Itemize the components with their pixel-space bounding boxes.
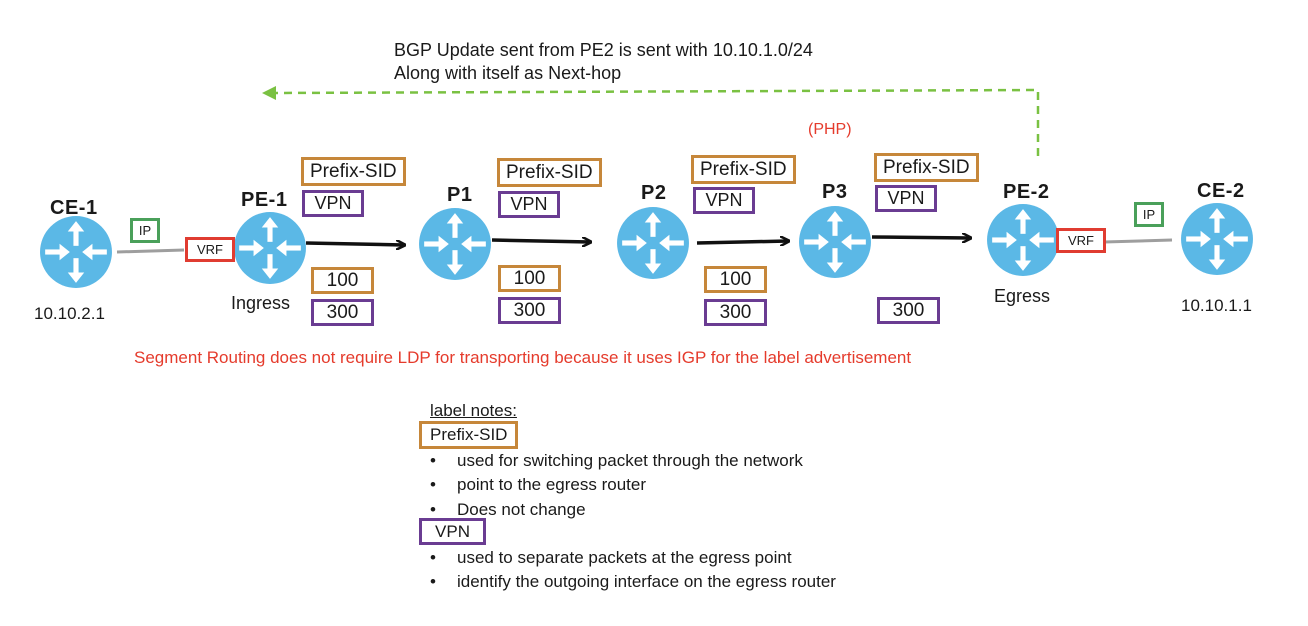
p1-name: P1 [447, 184, 473, 206]
vpn-value: 300 [498, 297, 561, 324]
pe2-role: Egress [994, 286, 1051, 306]
bullet-icon: • [430, 500, 436, 519]
bullet-icon: • [430, 548, 436, 567]
label-notes-title: label notes: [430, 401, 517, 420]
arrow-right-icon [305, 243, 404, 245]
php-label: (PHP) [808, 121, 852, 138]
ip-tag: IP [1134, 202, 1164, 227]
vpn-label: VPN [302, 190, 364, 217]
arrow-right-icon [871, 237, 970, 238]
ce1-name: CE-1 [50, 197, 98, 219]
vpn-note: •used to separate packets at the egress … [427, 548, 792, 568]
bullet-icon: • [430, 475, 436, 494]
vpn-value: 300 [311, 299, 374, 326]
bullet-icon: • [430, 572, 436, 591]
ce2-ip: 10.10.1.1 [1181, 296, 1252, 315]
prefix-sid-note: •point to the egress router [427, 475, 646, 495]
router-icon[interactable] [617, 207, 689, 279]
arrow-right-icon [696, 241, 788, 243]
prefix-sid-value: 100 [704, 266, 767, 293]
prefix-sid-value: 100 [311, 267, 374, 294]
vpn-value: 300 [877, 297, 940, 324]
prefix-sid-label: Prefix-SID [497, 158, 602, 187]
pe2-name: PE-2 [1003, 181, 1050, 203]
prefix-sid-note: •Does not change [427, 500, 586, 520]
router-icon[interactable] [1181, 203, 1253, 275]
pe1-role: Ingress [231, 293, 291, 313]
vpn-value: 300 [704, 299, 767, 326]
vrf-tag: VRF [185, 237, 235, 262]
router-icon[interactable] [234, 212, 306, 284]
ce2-name: CE-2 [1197, 180, 1245, 202]
arrow-right-icon [491, 240, 590, 242]
vpn-label: VPN [498, 191, 560, 218]
legend-vpn: VPN [419, 518, 486, 545]
router-icon[interactable] [40, 216, 112, 288]
ce1-pe1-link [116, 248, 185, 254]
ce1-ip: 10.10.2.1 [34, 304, 105, 323]
pe2-ce2-link [1103, 238, 1173, 244]
bgp-update-line1: BGP Update sent from PE2 is sent with 10… [394, 40, 813, 60]
router-icon[interactable] [987, 204, 1059, 276]
vrf-tag: VRF [1056, 228, 1106, 253]
vpn-label: VPN [875, 185, 937, 212]
router-icon[interactable] [419, 208, 491, 280]
vpn-note: •identify the outgoing interface on the … [427, 572, 836, 592]
router-icon[interactable] [799, 206, 871, 278]
vpn-label: VPN [693, 187, 755, 214]
prefix-sid-label: Prefix-SID [301, 157, 406, 186]
p2-name: P2 [641, 182, 667, 204]
p3-name: P3 [822, 181, 848, 203]
bgp-update-arrow [262, 86, 1040, 156]
segment-routing-note: Segment Routing does not require LDP for… [134, 348, 912, 367]
prefix-sid-label: Prefix-SID [691, 155, 796, 184]
pe1-name: PE-1 [241, 189, 288, 211]
prefix-sid-note: •used for switching packet through the n… [427, 451, 803, 471]
prefix-sid-label: Prefix-SID [874, 153, 979, 182]
ip-tag: IP [130, 218, 160, 243]
prefix-sid-value: 100 [498, 265, 561, 292]
bgp-update-line2: Along with itself as Next-hop [394, 63, 622, 83]
dashed-arrow-left-icon [262, 86, 276, 100]
bullet-icon: • [430, 451, 436, 470]
legend-prefix-sid: Prefix-SID [419, 421, 519, 449]
